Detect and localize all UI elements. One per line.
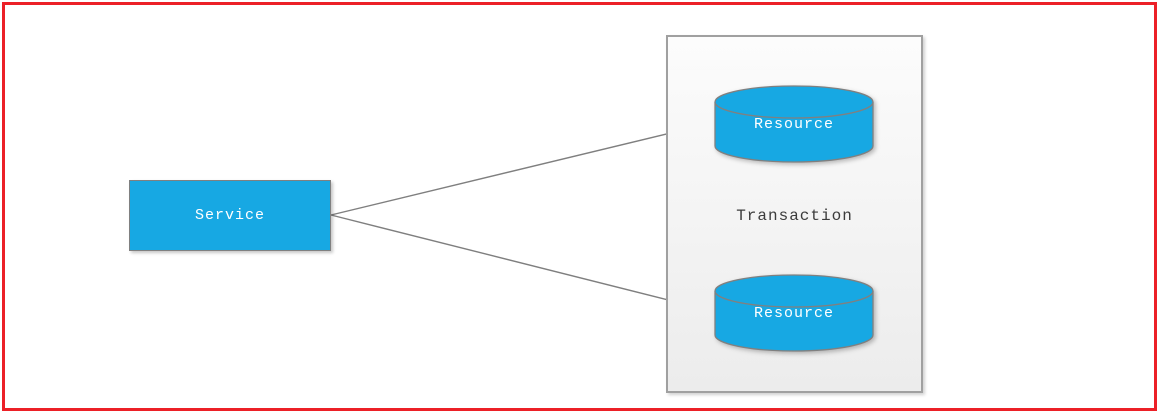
resource-node-top: Resource (714, 85, 874, 163)
resource-label: Resource (753, 304, 834, 322)
service-node: Service (129, 180, 331, 251)
database-cylinder-icon (714, 274, 874, 352)
service-label: Service (194, 207, 265, 224)
arrow-service-to-top-resource (330, 121, 714, 216)
resource-node-bottom: Resource (714, 274, 874, 352)
arrow-service-to-bottom-resource (330, 214, 714, 313)
transaction-label: Transaction (736, 207, 853, 225)
resource-label: Resource (753, 115, 834, 133)
database-cylinder-icon (714, 85, 874, 163)
